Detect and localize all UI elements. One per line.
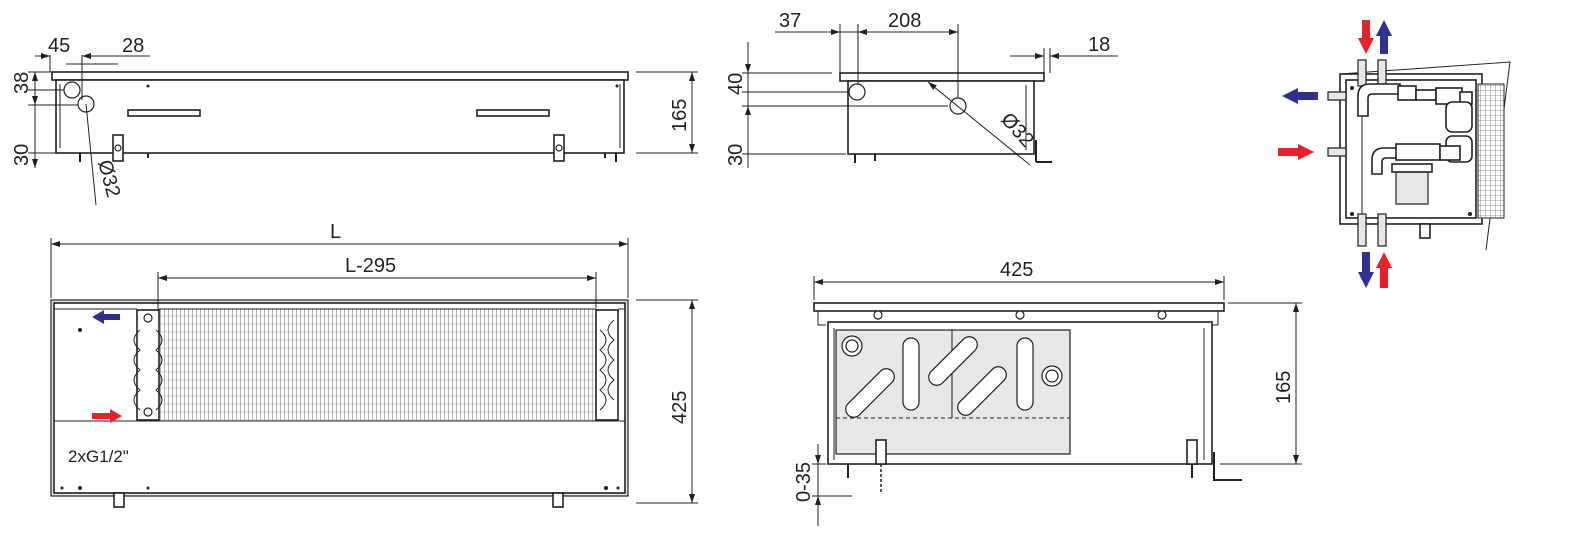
dim-28: 28 bbox=[122, 35, 144, 57]
arrow-return-left bbox=[1282, 88, 1318, 104]
bracket-left bbox=[112, 134, 124, 162]
dim-length: L bbox=[330, 221, 341, 243]
cross-section: 425 165 0-35 bbox=[793, 259, 1302, 526]
arrow-return-bottom bbox=[1358, 252, 1374, 288]
arrow-return-plan bbox=[92, 310, 120, 324]
plan-view: L L-295 425 2xG1/2" bbox=[50, 221, 698, 508]
dim-adjust: 0-35 bbox=[793, 462, 815, 502]
dim-30-mid: 30 bbox=[725, 144, 747, 166]
arrow-return-top bbox=[1376, 20, 1392, 54]
arrow-supply-top bbox=[1358, 20, 1374, 54]
dim-30-left: 30 bbox=[11, 144, 33, 166]
dim-height-section: 165 bbox=[1273, 371, 1295, 404]
dim-208: 208 bbox=[888, 10, 921, 32]
dim-diameter-left: Ø32 bbox=[93, 158, 124, 200]
dim-width-section: 425 bbox=[1000, 259, 1033, 281]
coil-end-right bbox=[595, 309, 619, 421]
dim-18: 18 bbox=[1088, 34, 1110, 56]
bracket-right bbox=[553, 134, 565, 162]
arrow-supply-plan bbox=[92, 409, 122, 423]
dim-45: 45 bbox=[48, 35, 70, 57]
end-view: 37 208 18 40 30 Ø32 bbox=[725, 10, 1118, 168]
arrow-supply-left bbox=[1278, 144, 1314, 160]
side-view-long: 45 28 38 30 165 Ø32 bbox=[11, 35, 698, 206]
dim-coil-length: L-295 bbox=[345, 255, 396, 277]
dim-40: 40 bbox=[725, 73, 747, 95]
connection-detail bbox=[1278, 20, 1511, 288]
connection-label: 2xG1/2" bbox=[68, 447, 129, 466]
dim-38: 38 bbox=[11, 72, 33, 94]
dim-165-side: 165 bbox=[669, 99, 691, 132]
coil-end-left bbox=[133, 309, 163, 421]
arrow-supply-bottom bbox=[1376, 252, 1392, 288]
dim-37: 37 bbox=[779, 10, 801, 32]
dim-width-plan: 425 bbox=[669, 391, 691, 424]
